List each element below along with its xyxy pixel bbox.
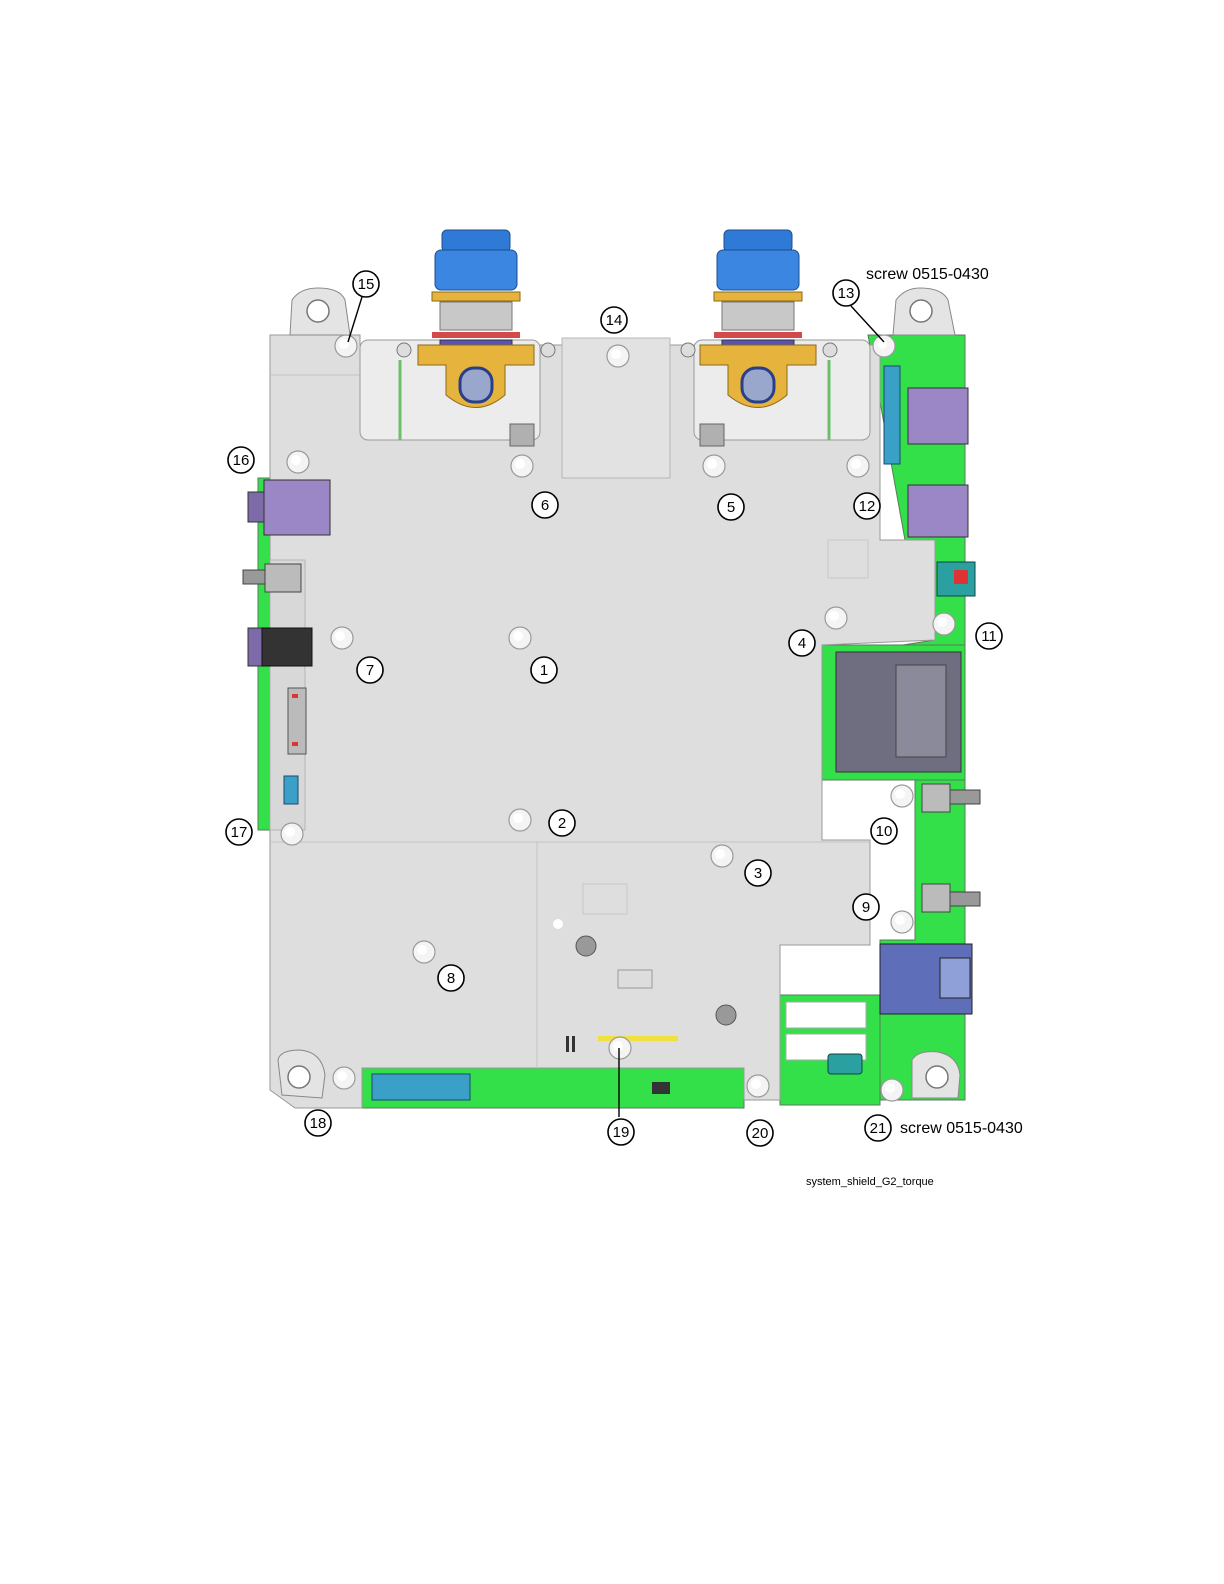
callout-number: 7 [366, 662, 374, 679]
callout-number: 18 [310, 1115, 327, 1132]
callout-15: 15 [353, 271, 379, 297]
screw-highlight [513, 631, 523, 641]
callout-number: 3 [754, 865, 762, 882]
screw-highlight [339, 339, 349, 349]
screw-highlight [851, 459, 861, 469]
callout-number: 14 [606, 312, 623, 329]
callout-number: 1 [540, 662, 548, 679]
callout-7: 7 [357, 657, 383, 683]
screw-highlight [291, 455, 301, 465]
screw-highlight [937, 617, 947, 627]
callout-number: 9 [862, 899, 870, 916]
callout-3: 3 [745, 860, 771, 886]
screw-highlight [885, 1083, 895, 1093]
figure-caption: system_shield_G2_torque [806, 1176, 934, 1188]
screw-highlight [611, 349, 621, 359]
callout-number: 13 [838, 285, 855, 302]
screw-highlight [895, 789, 905, 799]
callout-13: 13 [833, 280, 859, 306]
callout-8: 8 [438, 965, 464, 991]
screw-highlight [829, 611, 839, 621]
callout-number: 11 [981, 628, 997, 645]
callout-number: 12 [859, 498, 876, 515]
screw-highlight [513, 813, 523, 823]
screw-highlight [613, 1041, 623, 1051]
callout-number: 16 [233, 452, 250, 469]
callout-17: 17 [226, 819, 252, 845]
callout-9: 9 [853, 894, 879, 920]
callout-19: 19 [608, 1119, 634, 1145]
callout-1: 1 [531, 657, 557, 683]
callout-number: 21 [870, 1120, 887, 1137]
callout-11: 11 [976, 623, 1002, 649]
callout-4: 4 [789, 630, 815, 656]
callout-number: 4 [798, 635, 806, 652]
screw-highlight [337, 1071, 347, 1081]
callout-16: 16 [228, 447, 254, 473]
screw-highlight [895, 915, 905, 925]
callout-number: 10 [876, 823, 893, 840]
screw-label-bottom: screw 0515-0430 [900, 1120, 1023, 1137]
screw-highlight [285, 827, 295, 837]
callout-number: 20 [752, 1125, 769, 1142]
screw-highlight [515, 459, 525, 469]
callout-number: 6 [541, 497, 549, 514]
callout-number: 19 [613, 1124, 630, 1141]
callout-number: 15 [358, 276, 375, 293]
callout-10: 10 [871, 818, 897, 844]
callout-6: 6 [532, 492, 558, 518]
screw-highlight [417, 945, 427, 955]
screw-label-top: screw 0515-0430 [866, 266, 989, 283]
callout-number: 2 [558, 815, 566, 832]
callout-14: 14 [601, 307, 627, 333]
callout-21: 21 [865, 1115, 891, 1141]
screw-highlight [751, 1079, 761, 1089]
callout-number: 5 [727, 499, 735, 516]
callout-number: 8 [447, 970, 455, 987]
callout-2: 2 [549, 810, 575, 836]
screw-highlight [715, 849, 725, 859]
screw-highlight [707, 459, 717, 469]
callout-20: 20 [747, 1120, 773, 1146]
callout-12: 12 [854, 493, 880, 519]
callout-5: 5 [718, 494, 744, 520]
screw-highlight [335, 631, 345, 641]
callout-number: 17 [231, 824, 248, 841]
callout-18: 18 [305, 1110, 331, 1136]
